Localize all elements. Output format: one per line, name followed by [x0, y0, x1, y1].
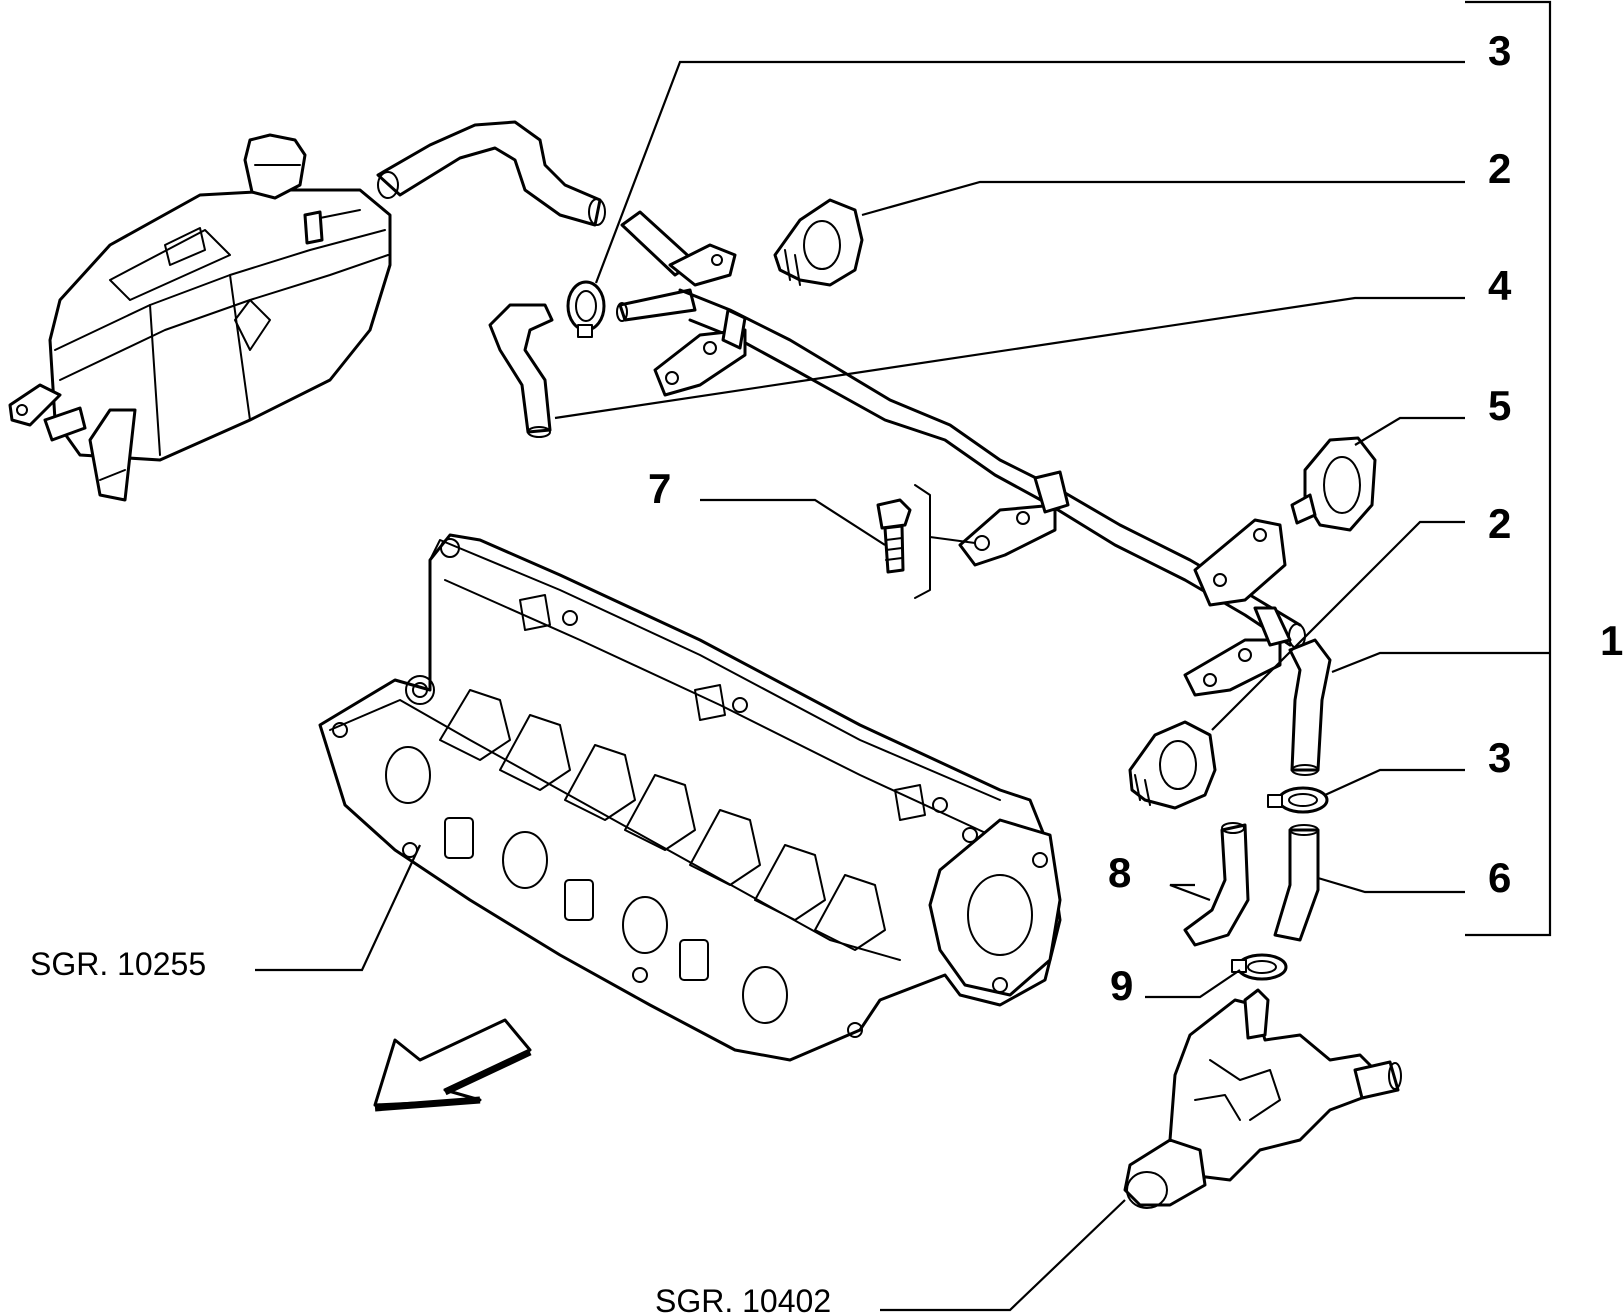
callout-8: 8	[1108, 849, 1131, 896]
callout-3-top: 3	[1488, 27, 1511, 74]
callout-7: 7	[648, 465, 671, 512]
hose-8	[1183, 822, 1250, 947]
coolant-pipe	[616, 210, 1306, 697]
callout-3-mid: 3	[1488, 734, 1511, 781]
hose-clamp-top	[566, 280, 606, 338]
callout-2-mid: 2	[1488, 500, 1511, 547]
callout-5: 5	[1488, 382, 1511, 429]
clamp-bracket-5	[1290, 436, 1377, 532]
leader-lines	[255, 60, 1550, 1312]
hose-1	[1288, 638, 1332, 776]
reference-manifold: SGR. 10255	[30, 946, 206, 982]
intake-manifold	[318, 533, 1062, 1062]
group-bracket	[1465, 0, 1552, 937]
callout-6: 6	[1488, 854, 1511, 901]
front-direction-arrow	[373, 1018, 532, 1112]
reference-thermostat: SGR. 10402	[655, 1283, 831, 1315]
hose-6	[1273, 824, 1320, 942]
callout-1: 1	[1600, 617, 1623, 664]
hose-clamp-9	[1231, 953, 1288, 981]
tank-hose	[376, 120, 606, 227]
clamp-bracket-mid	[1128, 720, 1217, 810]
expansion-tank	[8, 133, 392, 502]
callout-2-top: 2	[1488, 145, 1511, 192]
bolt-7	[876, 484, 976, 599]
hose-4	[488, 303, 554, 438]
callout-4: 4	[1488, 262, 1512, 309]
hose-clamp-mid	[1267, 786, 1329, 814]
thermostat-housing	[1123, 988, 1402, 1209]
callout-9: 9	[1110, 962, 1133, 1009]
clamp-bracket-top	[773, 198, 864, 287]
